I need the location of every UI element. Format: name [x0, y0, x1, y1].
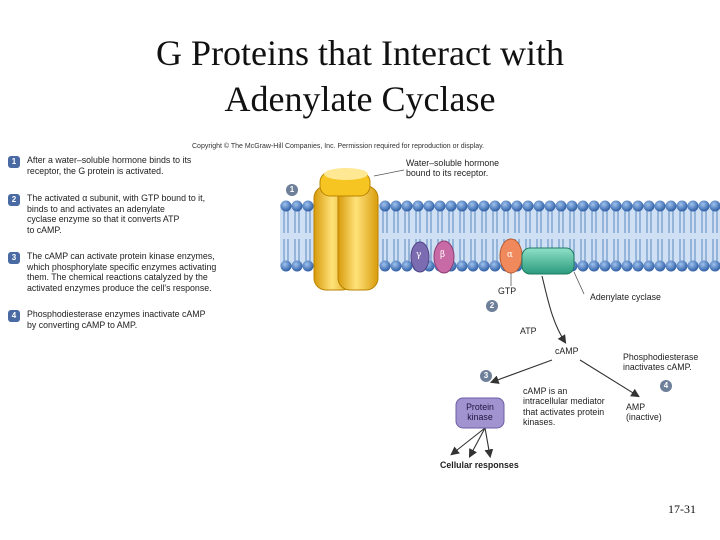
camp-label: cAMP: [555, 346, 579, 356]
phospholipid-head: [533, 200, 545, 212]
phospholipid-head: [632, 200, 644, 212]
badge-2: 2: [486, 300, 498, 312]
phospholipid-head: [676, 260, 688, 272]
phospholipid-head: [511, 200, 523, 212]
adenylate-cyclase-label: Adenylate cyclase: [590, 292, 661, 302]
phospholipid-head: [643, 200, 655, 212]
phospholipid-head: [280, 200, 292, 212]
leader-lines: [373, 169, 585, 295]
phospholipid-head: [500, 200, 512, 212]
gamma-label: γ: [416, 250, 422, 260]
phospholipid-head: [445, 200, 457, 212]
phospholipid-head: [456, 200, 468, 212]
phospholipid-head: [687, 260, 699, 272]
badge-3: 3: [480, 370, 492, 382]
amp-label: AMP (inactive): [626, 402, 662, 423]
step-number: 1: [8, 156, 20, 168]
phospholipid-head: [654, 260, 666, 272]
phospholipid-head: [665, 200, 677, 212]
hormone-receptor: [313, 168, 379, 291]
step-text: The activated α subunit, with GTP bound …: [27, 193, 206, 235]
phospholipid-head: [621, 200, 633, 212]
phospholipid-head: [698, 260, 710, 272]
phospholipid-head: [379, 260, 391, 272]
alpha-label: α: [507, 250, 513, 260]
step-number: 3: [8, 252, 20, 264]
phospholipid-head: [478, 260, 490, 272]
phospholipid-head: [599, 260, 611, 272]
slide-number: 17-31: [668, 502, 696, 516]
beta-label: β: [440, 250, 446, 260]
badge-1: 1: [286, 184, 298, 196]
hormone-label: Water–soluble hormone bound to its recep…: [406, 158, 500, 179]
copyright-notice: Copyright © The McGraw-Hill Companies, I…: [192, 143, 485, 150]
slide-title: G Proteins that Interact with Adenylate …: [156, 33, 564, 119]
reaction-arrows: [450, 275, 640, 459]
g-protein: [410, 238, 523, 274]
protein-kinase-shape: [455, 397, 505, 429]
phospholipid-head: [643, 260, 655, 272]
phospholipid-head: [467, 260, 479, 272]
phospholipid-head: [390, 260, 402, 272]
gtp-label: GTP: [498, 286, 517, 296]
phospholipid-head: [555, 200, 567, 212]
phosphodiesterase-label: Phosphodiesterase inactivates cAMP.: [623, 352, 699, 373]
phospholipid-head: [456, 260, 468, 272]
phospholipid-head: [379, 200, 391, 212]
phospholipid-head: [280, 260, 292, 272]
phospholipid-head: [412, 200, 424, 212]
step-number: 4: [8, 310, 20, 322]
step-number: 2: [8, 194, 20, 206]
beta-subunit: [433, 240, 455, 274]
phospholipid-head: [709, 200, 720, 212]
phospholipid-head: [302, 260, 314, 272]
step-text: After a water–soluble hormone binds to i…: [27, 155, 192, 176]
step-text: The cAMP can activate protein kinase enz…: [27, 251, 217, 293]
phospholipid-head: [588, 200, 600, 212]
phospholipid-head: [291, 260, 303, 272]
phospholipid-head: [489, 260, 501, 272]
adenylate-cyclase-enzyme: [521, 247, 575, 275]
cellular-responses-label: Cellular responses: [440, 460, 519, 470]
atp-label: ATP: [520, 326, 537, 336]
phospholipid-head: [709, 260, 720, 272]
phospholipid-head: [654, 200, 666, 212]
signaling-diagram: Water–soluble hormone bound to its recep…: [280, 150, 720, 480]
mediator-label: cAMP is an intracellular mediator that a…: [523, 386, 605, 428]
step-text: Phosphodiesterase enzymes inactivate cAM…: [27, 309, 206, 330]
phospholipid-head: [544, 200, 556, 212]
gamma-subunit: [410, 241, 430, 273]
phospholipid-head: [687, 200, 699, 212]
phospholipid-head: [698, 200, 710, 212]
phospholipid-head: [577, 200, 589, 212]
phospholipid-head: [599, 200, 611, 212]
phospholipid-head: [610, 260, 622, 272]
phospholipid-head: [632, 260, 644, 272]
phospholipid-head: [401, 260, 413, 272]
phospholipid-head: [401, 200, 413, 212]
phospholipid-head: [665, 260, 677, 272]
phospholipid-head: [434, 200, 446, 212]
phospholipid-head: [522, 200, 534, 212]
phospholipid-head: [566, 200, 578, 212]
phospholipid-head: [478, 200, 490, 212]
phospholipid-head: [676, 200, 688, 212]
phospholipid-head: [390, 200, 402, 212]
phospholipid-head: [423, 200, 435, 212]
phospholipid-head: [577, 260, 589, 272]
phospholipid-head: [489, 200, 501, 212]
phospholipid-head: [610, 200, 622, 212]
diagram-graphics: [280, 168, 720, 459]
phospholipid-head: [302, 200, 314, 212]
badge-4: 4: [660, 380, 672, 392]
phospholipid-head: [621, 260, 633, 272]
phospholipid-head: [588, 260, 600, 272]
protein-kinase-label: Protein kinase: [466, 402, 494, 423]
phospholipid-head: [467, 200, 479, 212]
phospholipid-head: [291, 200, 303, 212]
